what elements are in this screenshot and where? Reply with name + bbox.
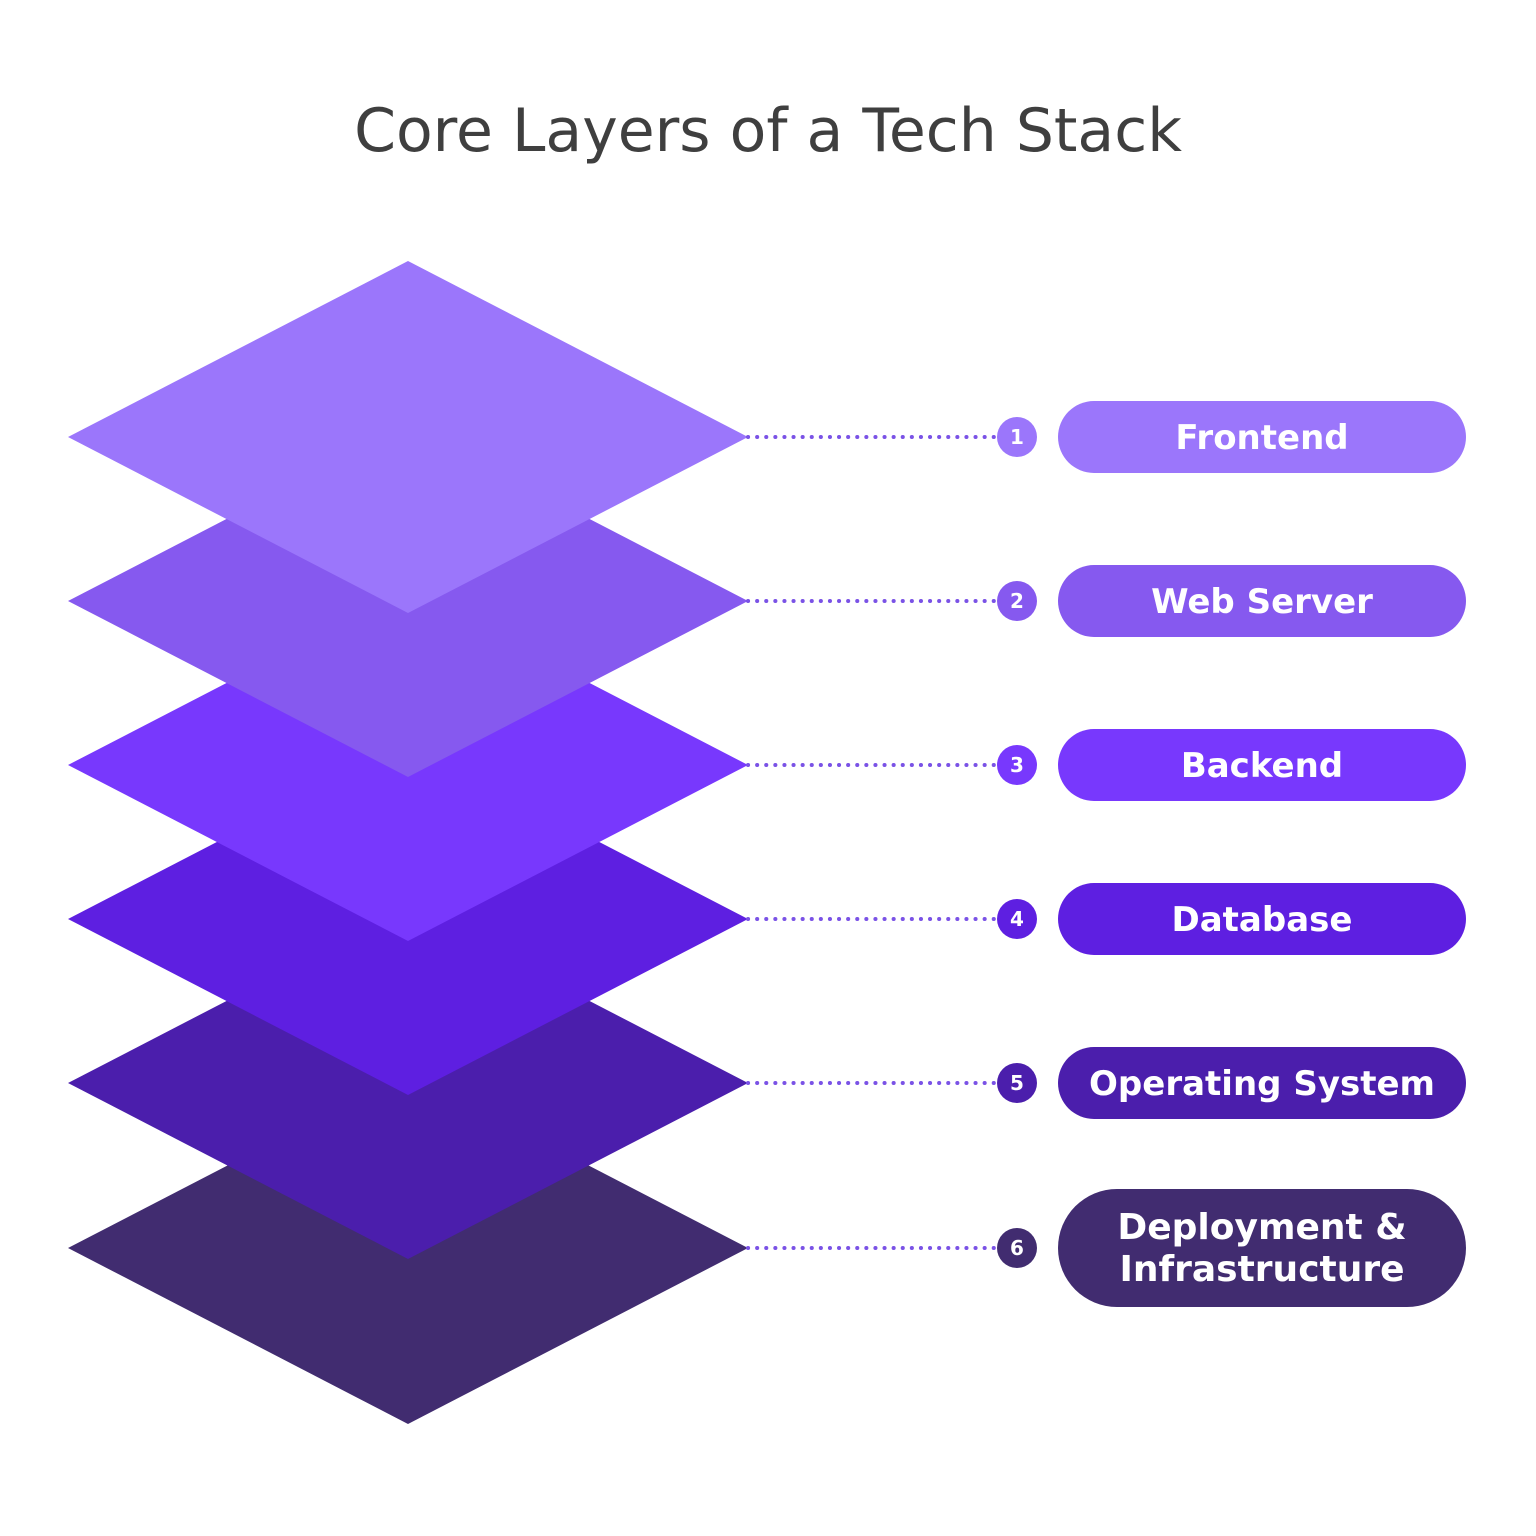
layer-number-badges: 1 2 3 4 5 6 <box>997 417 1037 1268</box>
layer-connectors <box>746 435 997 1250</box>
number-badge-text-1: 1 <box>1010 425 1024 449</box>
number-badge-text-6: 6 <box>1010 1236 1024 1260</box>
number-badge-4 <box>997 899 1037 939</box>
label-pill-text-1: Frontend <box>1175 418 1348 458</box>
label-pill-5 <box>1058 1047 1466 1119</box>
label-pill-text-6-line-1: Deployment & <box>1117 1207 1406 1248</box>
label-pill-2 <box>1058 565 1466 637</box>
label-pill-3 <box>1058 729 1466 801</box>
number-badge-text-2: 2 <box>1010 589 1024 613</box>
label-pill-text-2: Web Server <box>1151 582 1373 622</box>
layer-diamond-1 <box>68 261 748 613</box>
number-badge-text-5: 5 <box>1010 1071 1024 1095</box>
layer-diamonds <box>68 261 748 1424</box>
number-badge-6 <box>997 1228 1037 1268</box>
label-pill-1 <box>1058 401 1466 473</box>
number-badge-2 <box>997 581 1037 621</box>
label-pill-4 <box>1058 883 1466 955</box>
number-badge-1 <box>997 417 1037 457</box>
page-title: Core Layers of a Tech Stack <box>354 96 1182 166</box>
number-badge-5 <box>997 1063 1037 1103</box>
label-pill-text-4: Database <box>1172 900 1353 940</box>
label-pill-6 <box>1058 1189 1466 1307</box>
number-badge-3 <box>997 745 1037 785</box>
label-pill-text-5: Operating System <box>1089 1064 1435 1104</box>
label-pill-text-6-line-2: Infrastructure <box>1119 1249 1404 1290</box>
number-badge-text-4: 4 <box>1010 907 1024 931</box>
label-pill-text-3: Backend <box>1181 746 1343 786</box>
number-badge-text-3: 3 <box>1010 753 1024 777</box>
